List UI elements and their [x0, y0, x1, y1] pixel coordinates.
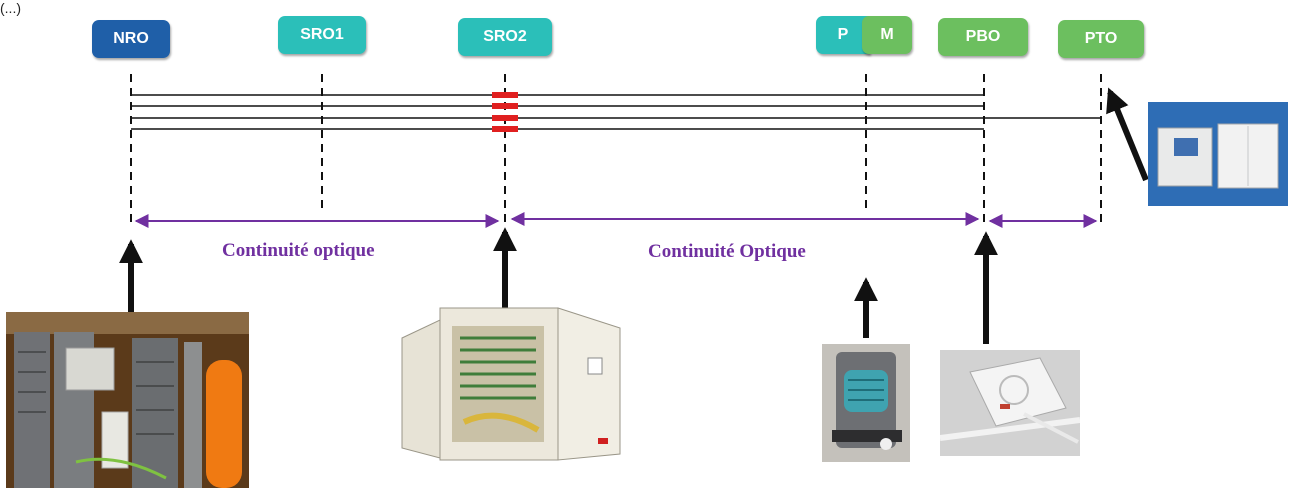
pto-badge: PTO: [1058, 20, 1144, 58]
nro-room-photo: [6, 312, 249, 488]
pm-splice-box-photo: [822, 344, 910, 462]
sro2-badge: SRO2: [458, 18, 552, 56]
continuity-label-left: Continuité optique: [222, 240, 375, 261]
cropped-caption: (...): [0, 0, 21, 16]
sro-cabinet-photo: [398, 298, 628, 468]
splice-marker-4: [492, 126, 518, 132]
pbo-badge: PBO: [938, 18, 1028, 56]
pto-outlet-photo: [1148, 102, 1288, 206]
pbo-box-photo: [940, 350, 1080, 456]
splice-marker-2: [492, 103, 518, 109]
splice-marker-1: [492, 92, 518, 98]
m-badge: M: [862, 16, 912, 54]
nro-badge: NRO: [92, 20, 170, 58]
sro1-badge: SRO1: [278, 16, 366, 54]
splice-marker-3: [492, 115, 518, 121]
p-badge: P: [816, 16, 870, 54]
pointer-arrow-pto: [1106, 87, 1149, 182]
continuity-label-right: Continuité Optique: [648, 241, 806, 262]
